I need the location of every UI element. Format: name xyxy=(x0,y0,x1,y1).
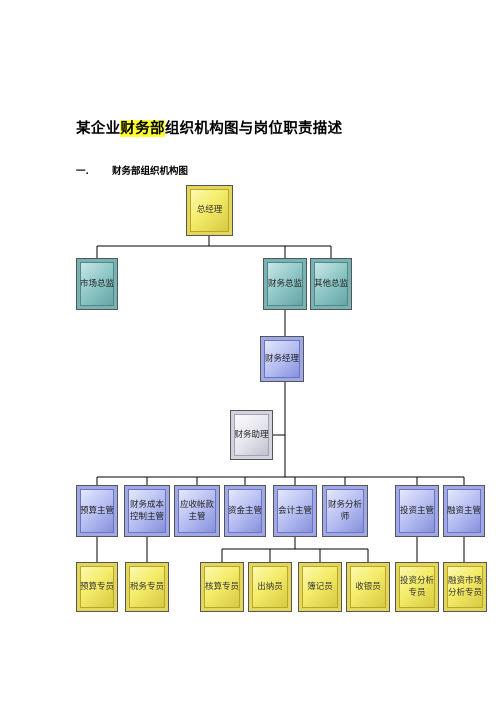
org-box-funds-supervisor: 资金主管 xyxy=(224,485,266,537)
org-box-other-director: 其他总监 xyxy=(310,258,352,310)
org-box-financing-analyst: 融资市场分析专员 xyxy=(443,562,487,612)
title-highlight: 财务部 xyxy=(120,120,165,137)
org-box-market-director: 市场总监 xyxy=(76,258,118,310)
section-title: 财务部组织机构图 xyxy=(112,166,189,177)
org-box-cashier: 出纳员 xyxy=(248,562,292,612)
org-box-finance-manager: 财务经理 xyxy=(260,336,304,382)
org-box-finance-assistant: 财务助理 xyxy=(230,410,273,460)
document-title: 某企业财务部组织机构图与岗位职责描述 xyxy=(76,117,342,138)
title-suffix: 组织机构图与岗位职责描述 xyxy=(164,120,343,137)
org-box-bookkeeper: 簿记员 xyxy=(298,562,342,612)
org-box-cost-control-supervisor: 财务成本控制主管 xyxy=(124,485,170,537)
title-prefix: 某企业 xyxy=(76,120,121,137)
org-box-tax-clerk: 税务专员 xyxy=(125,562,169,612)
org-box-finance-director: 财务总监 xyxy=(263,258,307,310)
org-box-verification-clerk: 核算专员 xyxy=(200,562,244,612)
org-box-accounting-supervisor: 会计主管 xyxy=(273,485,317,537)
org-box-budget-supervisor: 预算主管 xyxy=(76,485,118,537)
section-number: 一. xyxy=(76,166,89,177)
org-box-receiving-clerk: 收银员 xyxy=(346,562,390,612)
org-box-investment-supervisor: 投资主管 xyxy=(395,485,439,537)
org-box-investment-analyst: 投资分析专员 xyxy=(395,562,439,612)
section-heading: 一. 财务部组织机构图 xyxy=(76,163,188,177)
org-box-financial-analyst: 财务分析师 xyxy=(322,485,368,537)
org-box-budget-clerk: 预算专员 xyxy=(76,562,118,612)
org-box-receivables-supervisor: 应收帐款主管 xyxy=(174,485,220,537)
org-box-financing-supervisor: 融资主管 xyxy=(443,485,485,537)
org-box-general-manager: 总经理 xyxy=(186,185,233,236)
